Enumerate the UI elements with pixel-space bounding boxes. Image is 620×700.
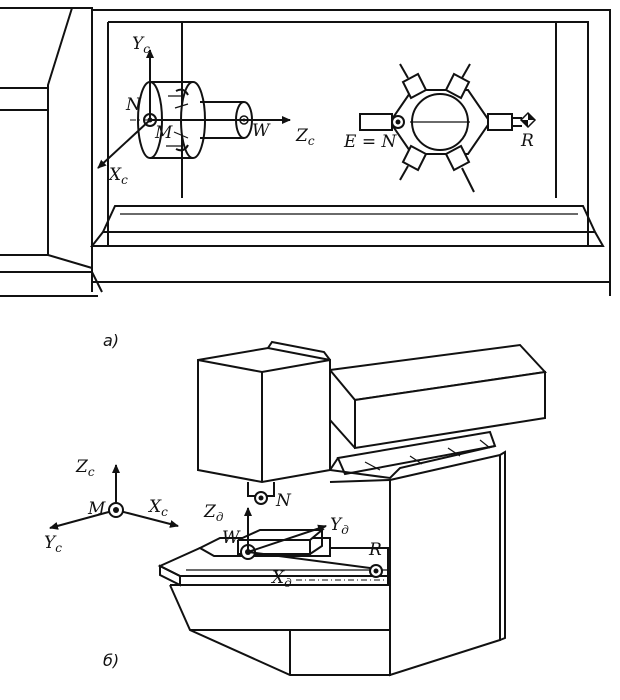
lathe-y-label: Y [132, 34, 145, 54]
lathe-x-sub: c [121, 173, 128, 187]
lathe-y-sub: c [143, 42, 150, 56]
mill-spindle-head [197, 340, 331, 505]
lathe-reference-marker [519, 111, 537, 129]
lathe-point-w: W [252, 121, 271, 141]
mill-xd-sub: д [284, 576, 292, 590]
svg-text:Yc: Yc [44, 533, 62, 555]
lathe-axes [97, 49, 291, 169]
lathe-x-label: X [107, 165, 122, 185]
mill-point-n: N [275, 491, 292, 511]
mill-ram [328, 343, 548, 480]
mill-yc-label: Y [44, 533, 57, 553]
mill-xc-axis [115, 509, 179, 528]
turret-label: E = N [343, 132, 397, 152]
svg-text:Xc: Xc [147, 497, 168, 519]
lathe-frame [0, 7, 611, 297]
mill-xc-label: X [147, 497, 162, 517]
lathe-z-sub: c [308, 134, 315, 148]
mill-workpiece-axes [244, 507, 371, 569]
lathe-point-n: N [125, 95, 142, 115]
mill-yc-axis [49, 509, 117, 530]
mill-machine-axes [49, 464, 179, 530]
mill-zc-label: Z [75, 457, 89, 477]
svg-text:Zд: Zд [203, 502, 224, 524]
mill-xc-sub: c [161, 505, 168, 519]
svg-text:Zc: Zc [295, 126, 315, 148]
svg-text:Yд: Yд [330, 515, 349, 537]
mill-diagram: N Zд Yд Xд W R [44, 340, 548, 677]
lathe-point-r: R [520, 131, 534, 151]
lathe-z-label: Z [295, 126, 309, 146]
mill-zc-sub: c [88, 465, 95, 479]
mill-point-r: R [368, 540, 382, 560]
mill-yd-axis [247, 524, 327, 553]
mill-point-w: W [222, 528, 241, 548]
lathe-diagram: Yc Zc Xc N M W E = N [0, 7, 611, 297]
mill-zd-sub: д [216, 510, 224, 524]
mill-yd-sub: д [341, 523, 349, 537]
caption-b: б) [103, 651, 119, 670]
mill-yc-sub: c [55, 541, 62, 555]
svg-text:Yc: Yc [132, 34, 150, 56]
svg-text:Xc: Xc [107, 165, 128, 187]
mill-point-m: M [87, 499, 106, 519]
mill-xd-label: X [270, 568, 285, 588]
caption-a: a) [103, 331, 119, 350]
mill-zd-label: Z [203, 502, 217, 522]
lathe-point-m: M [154, 123, 173, 143]
tool-turret [359, 63, 522, 193]
lathe-x-axis [97, 119, 151, 169]
mill-yd-label: Y [330, 515, 343, 535]
svg-text:Xд: Xд [270, 568, 292, 590]
svg-text:Zc: Zc [75, 457, 95, 479]
